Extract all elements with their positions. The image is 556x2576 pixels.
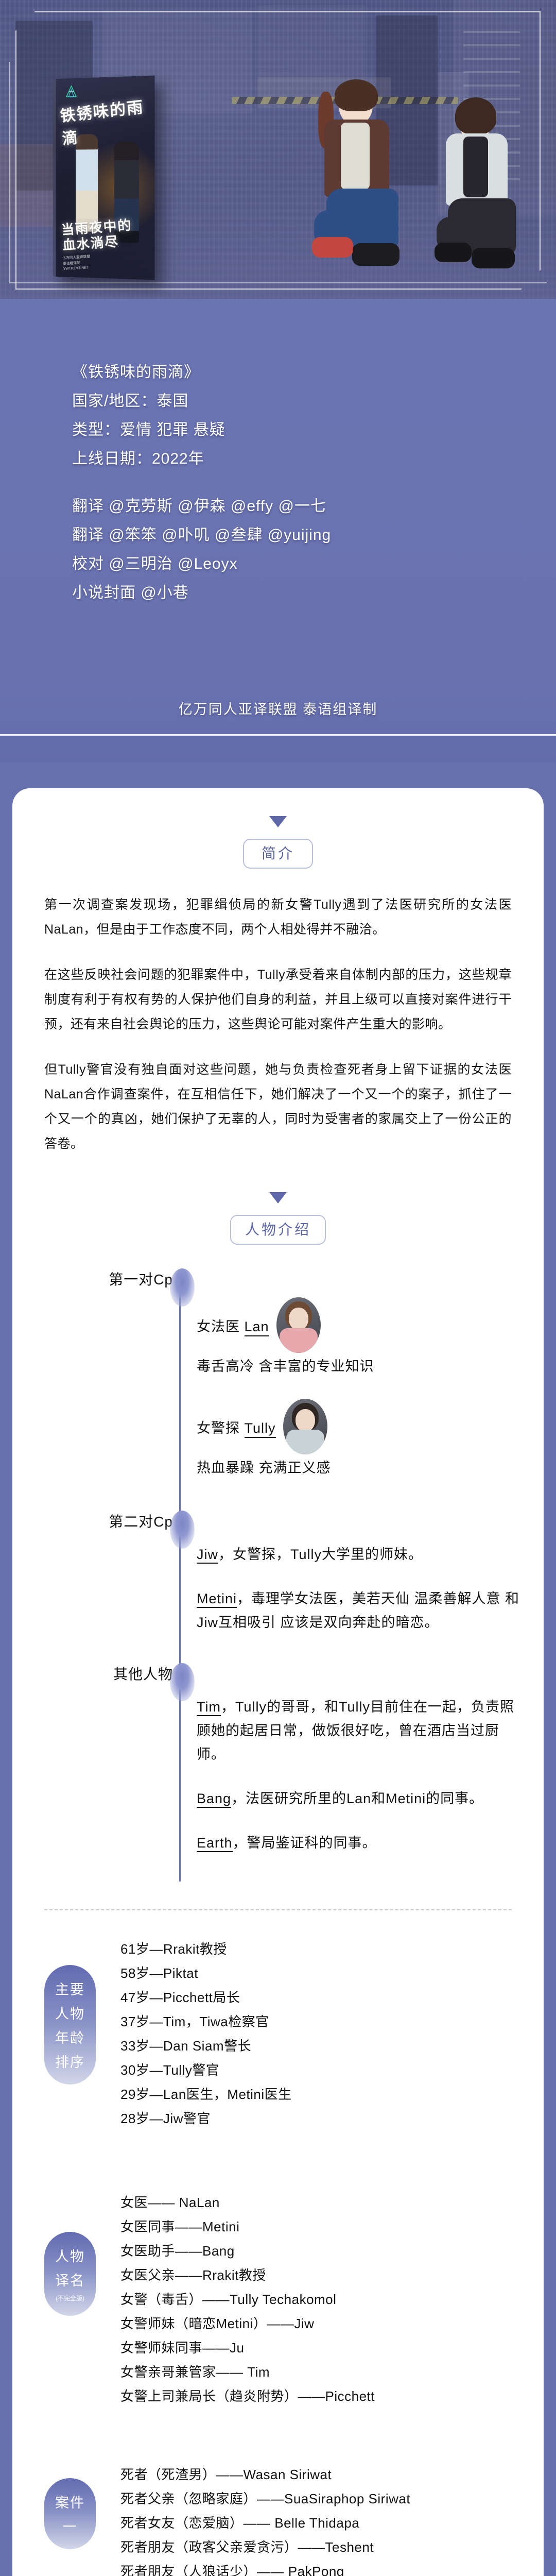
list-item: 死者父亲（忽略家庭）——SuaSiraphop Siriwat — [120, 2491, 411, 2506]
timeline-group-others: 其他人物 Tim，Tully的哥哥，和Tully目前住在一起，负责照顾她的起居日… — [44, 1663, 544, 1886]
book-title-bottom: 当雨夜中的血水淌尽 — [60, 217, 133, 253]
book-figure-lan — [76, 134, 98, 232]
list-item: 女警（毒舌）——Tully Techakomol — [120, 2292, 337, 2307]
name-badge-subtext: (不完全版) — [56, 2295, 84, 2302]
list-item: 女警上司兼局长（趋炎附势）——Picchett — [120, 2388, 375, 2404]
case-one-badge: 案件 一 — [44, 2478, 96, 2549]
age-ranking-badge: 主要 人物 年龄 排序 — [44, 1965, 96, 2084]
name-badge-c1: 人物 — [55, 2249, 85, 2264]
list-item: 女警师妹（暗恋Metini）——Jiw — [120, 2316, 315, 2331]
synopsis-paragraph-1: 第一次调查案发现场，犯罪缉侦局的新女警Tully遇到了法医研究所的女法医NaLa… — [44, 897, 512, 937]
timeline-axis — [179, 1282, 181, 1882]
content-sheet: 简介 第一次调查案发现场，犯罪缉侦局的新女警Tully遇到了法医研究所的女法医N… — [12, 788, 544, 2576]
character-note-bang: Bang，法医研究所里的Lan和Metini的同事。 — [197, 1787, 523, 1810]
hero-character-lan — [432, 97, 528, 278]
timeline-group-cp2: 第二对Cp Jiw，女警探，Tully大学里的师妹。 Metini，毒理学女法医… — [44, 1511, 544, 1663]
case-one-list: 死者（死渣男）——Wasan Siriwat 死者父亲（忽略家庭）——SuaSi… — [120, 2463, 544, 2576]
synopsis-paragraph-3: 但Tully警官没有独自面对这些问题，她与负责检查死者身上留下证据的女法医NaL… — [44, 1062, 512, 1151]
list-item: 死者朋友（人狼话少）—— PakPong — [120, 2564, 344, 2576]
timeline-group-cp1: 第一对Cp 女法医 Lan 毒舌高冷 含丰富的专业知识 — [44, 1268, 544, 1511]
character-card-tully: 女警探 Tully 热血暴躁 充满正义感 — [197, 1399, 523, 1477]
timeline-dot-cp2 — [170, 1511, 195, 1549]
info-panel: 《铁锈味的雨滴》 国家/地区：泰国 类型：爱情 犯罪 悬疑 上线日期：2022年… — [0, 299, 556, 762]
list-item: 死者（死渣男）——Wasan Siriwat — [120, 2467, 332, 2482]
age-badge-c3: 年龄 — [55, 2030, 85, 2046]
character-desc-tully: 热血暴躁 充满正义感 — [197, 1460, 331, 1476]
timeline-label-cp2: 第二对Cp — [109, 1514, 173, 1530]
character-note-metini: Metini，毒理学女法医，美若天仙 温柔善解人意 和Jiw互相吸引 应该是双向… — [197, 1591, 520, 1630]
timeline-label-cp1: 第一对Cp — [109, 1272, 173, 1287]
case-badge-c2: 一 — [62, 2519, 78, 2535]
age-badge-c4: 排序 — [55, 2055, 85, 2070]
list-item: 37岁—Tim，Tiwa检察官 — [120, 2014, 269, 2029]
info-country: 国家/地区：泰国 — [72, 393, 189, 410]
list-item: 死者女友（恋爱脑）—— Belle Thidapa — [120, 2515, 360, 2531]
age-ranking-list: 61岁—Rrakit教授 58岁—Piktat 47岁—Picchett局长 3… — [120, 1937, 544, 2131]
info-proofreaders: 校对 @三明治 @Leoyx — [72, 555, 238, 572]
character-desc-lan: 毒舌高冷 含丰富的专业知识 — [197, 1359, 374, 1374]
section-heading-characters: 人物介绍 — [230, 1215, 326, 1245]
list-item: 29岁—Lan医生，Metini医生 — [120, 2087, 292, 2102]
list-item: 女医助手——Bang — [120, 2243, 235, 2259]
case-badge-c1: 案件 — [55, 2495, 85, 2511]
character-note-earth: Earth，警局鉴证科的同事。 — [197, 1831, 523, 1855]
book-title-top: 铁锈味的雨滴 — [59, 97, 145, 148]
info-genre: 类型：爱情 犯罪 悬疑 — [72, 421, 225, 438]
caret-down-icon-synopsis — [269, 816, 287, 827]
name-translation-list: 女医—— NaLan 女医同事——Metini 女医助手——Bang 女医父亲—… — [120, 2191, 544, 2409]
age-badge-c1: 主要 — [55, 1982, 85, 1997]
timeline-dot-cp1 — [170, 1268, 195, 1307]
info-translators-2: 翻译 @笨笨 @卟叽 @叁肆 @yuijing — [72, 527, 332, 544]
character-timeline: 第一对Cp 女法医 Lan 毒舌高冷 含丰富的专业知识 — [12, 1268, 544, 1886]
list-item: 女警亲哥兼管家—— Tim — [120, 2364, 270, 2380]
name-translation-block: 人物 译名 (不完全版) 女医—— NaLan 女医同事——Metini 女医助… — [12, 2191, 544, 2433]
section-divider-dashed — [44, 1909, 512, 1910]
name-translation-badge: 人物 译名 (不完全版) — [44, 2232, 96, 2316]
list-item: 女医同事——Metini — [120, 2219, 240, 2234]
timeline-label-others: 其他人物 — [113, 1666, 173, 1682]
info-release-date: 上线日期：2022年 — [72, 450, 204, 467]
synopsis-paragraph-2: 在这些反映社会问题的犯罪案件中，Tully承受着来自体制内部的压力，这些规章制度… — [44, 968, 512, 1031]
list-item: 女警师妹同事——Ju — [120, 2340, 245, 2355]
character-card-lan: 女法医 Lan 毒舌高冷 含丰富的专业知识 — [197, 1297, 523, 1375]
list-item: 33岁—Dan Siam警长 — [120, 2038, 252, 2054]
info-cover-artist: 小说封面 @小巷 — [72, 584, 189, 601]
list-item: 61岁—Rrakit教授 — [120, 1941, 227, 1957]
caret-down-icon-characters — [269, 1192, 287, 1204]
character-name-lan: 女法医 Lan — [197, 1315, 269, 1336]
age-ranking-block: 主要 人物 年龄 排序 61岁—Rrakit教授 58岁—Piktat 47岁—… — [12, 1937, 544, 2159]
tully-avatar — [283, 1399, 327, 1454]
lan-avatar — [276, 1297, 321, 1353]
age-badge-c2: 人物 — [55, 2006, 85, 2022]
list-item: 47岁—Picchett局长 — [120, 1990, 240, 2005]
list-item: 28岁—Jiw警官 — [120, 2111, 211, 2126]
info-divider — [0, 734, 556, 736]
info-group-credit: 亿万同人亚译联盟 泰语组译制 — [178, 702, 378, 717]
list-item: 女医—— NaLan — [120, 2195, 220, 2210]
character-note-tim: Tim，Tully的哥哥，和Tully目前住在一起，负责照顾她的起居日常，做饭很… — [197, 1699, 514, 1762]
list-item: 死者朋友（政客父亲爱贪污）——Teshent — [120, 2539, 374, 2555]
name-badge-c2: 译名 — [55, 2273, 85, 2289]
list-item: 女医父亲——Rrakit教授 — [120, 2267, 266, 2283]
yiwan-triangle-logo-icon — [64, 84, 79, 100]
hero-character-tully — [309, 79, 417, 283]
info-title: 《铁锈味的雨滴》 — [72, 364, 200, 381]
character-note-jiw: Jiw，女警探，Tully大学里的师妹。 — [197, 1543, 523, 1566]
section-heading-synopsis: 简介 — [243, 839, 313, 869]
timeline-dot-others — [170, 1663, 195, 1701]
character-name-tully: 女警探 Tully — [197, 1417, 276, 1438]
info-translators-1: 翻译 @克劳斯 @伊森 @effy @一七 — [72, 498, 326, 515]
case-one-block: 案件 一 死者（死渣男）——Wasan Siriwat 死者父亲（忽略家庭）——… — [12, 2463, 544, 2576]
list-item: 58岁—Piktat — [120, 1965, 198, 1981]
list-item: 30岁—Tully警官 — [120, 2062, 220, 2078]
